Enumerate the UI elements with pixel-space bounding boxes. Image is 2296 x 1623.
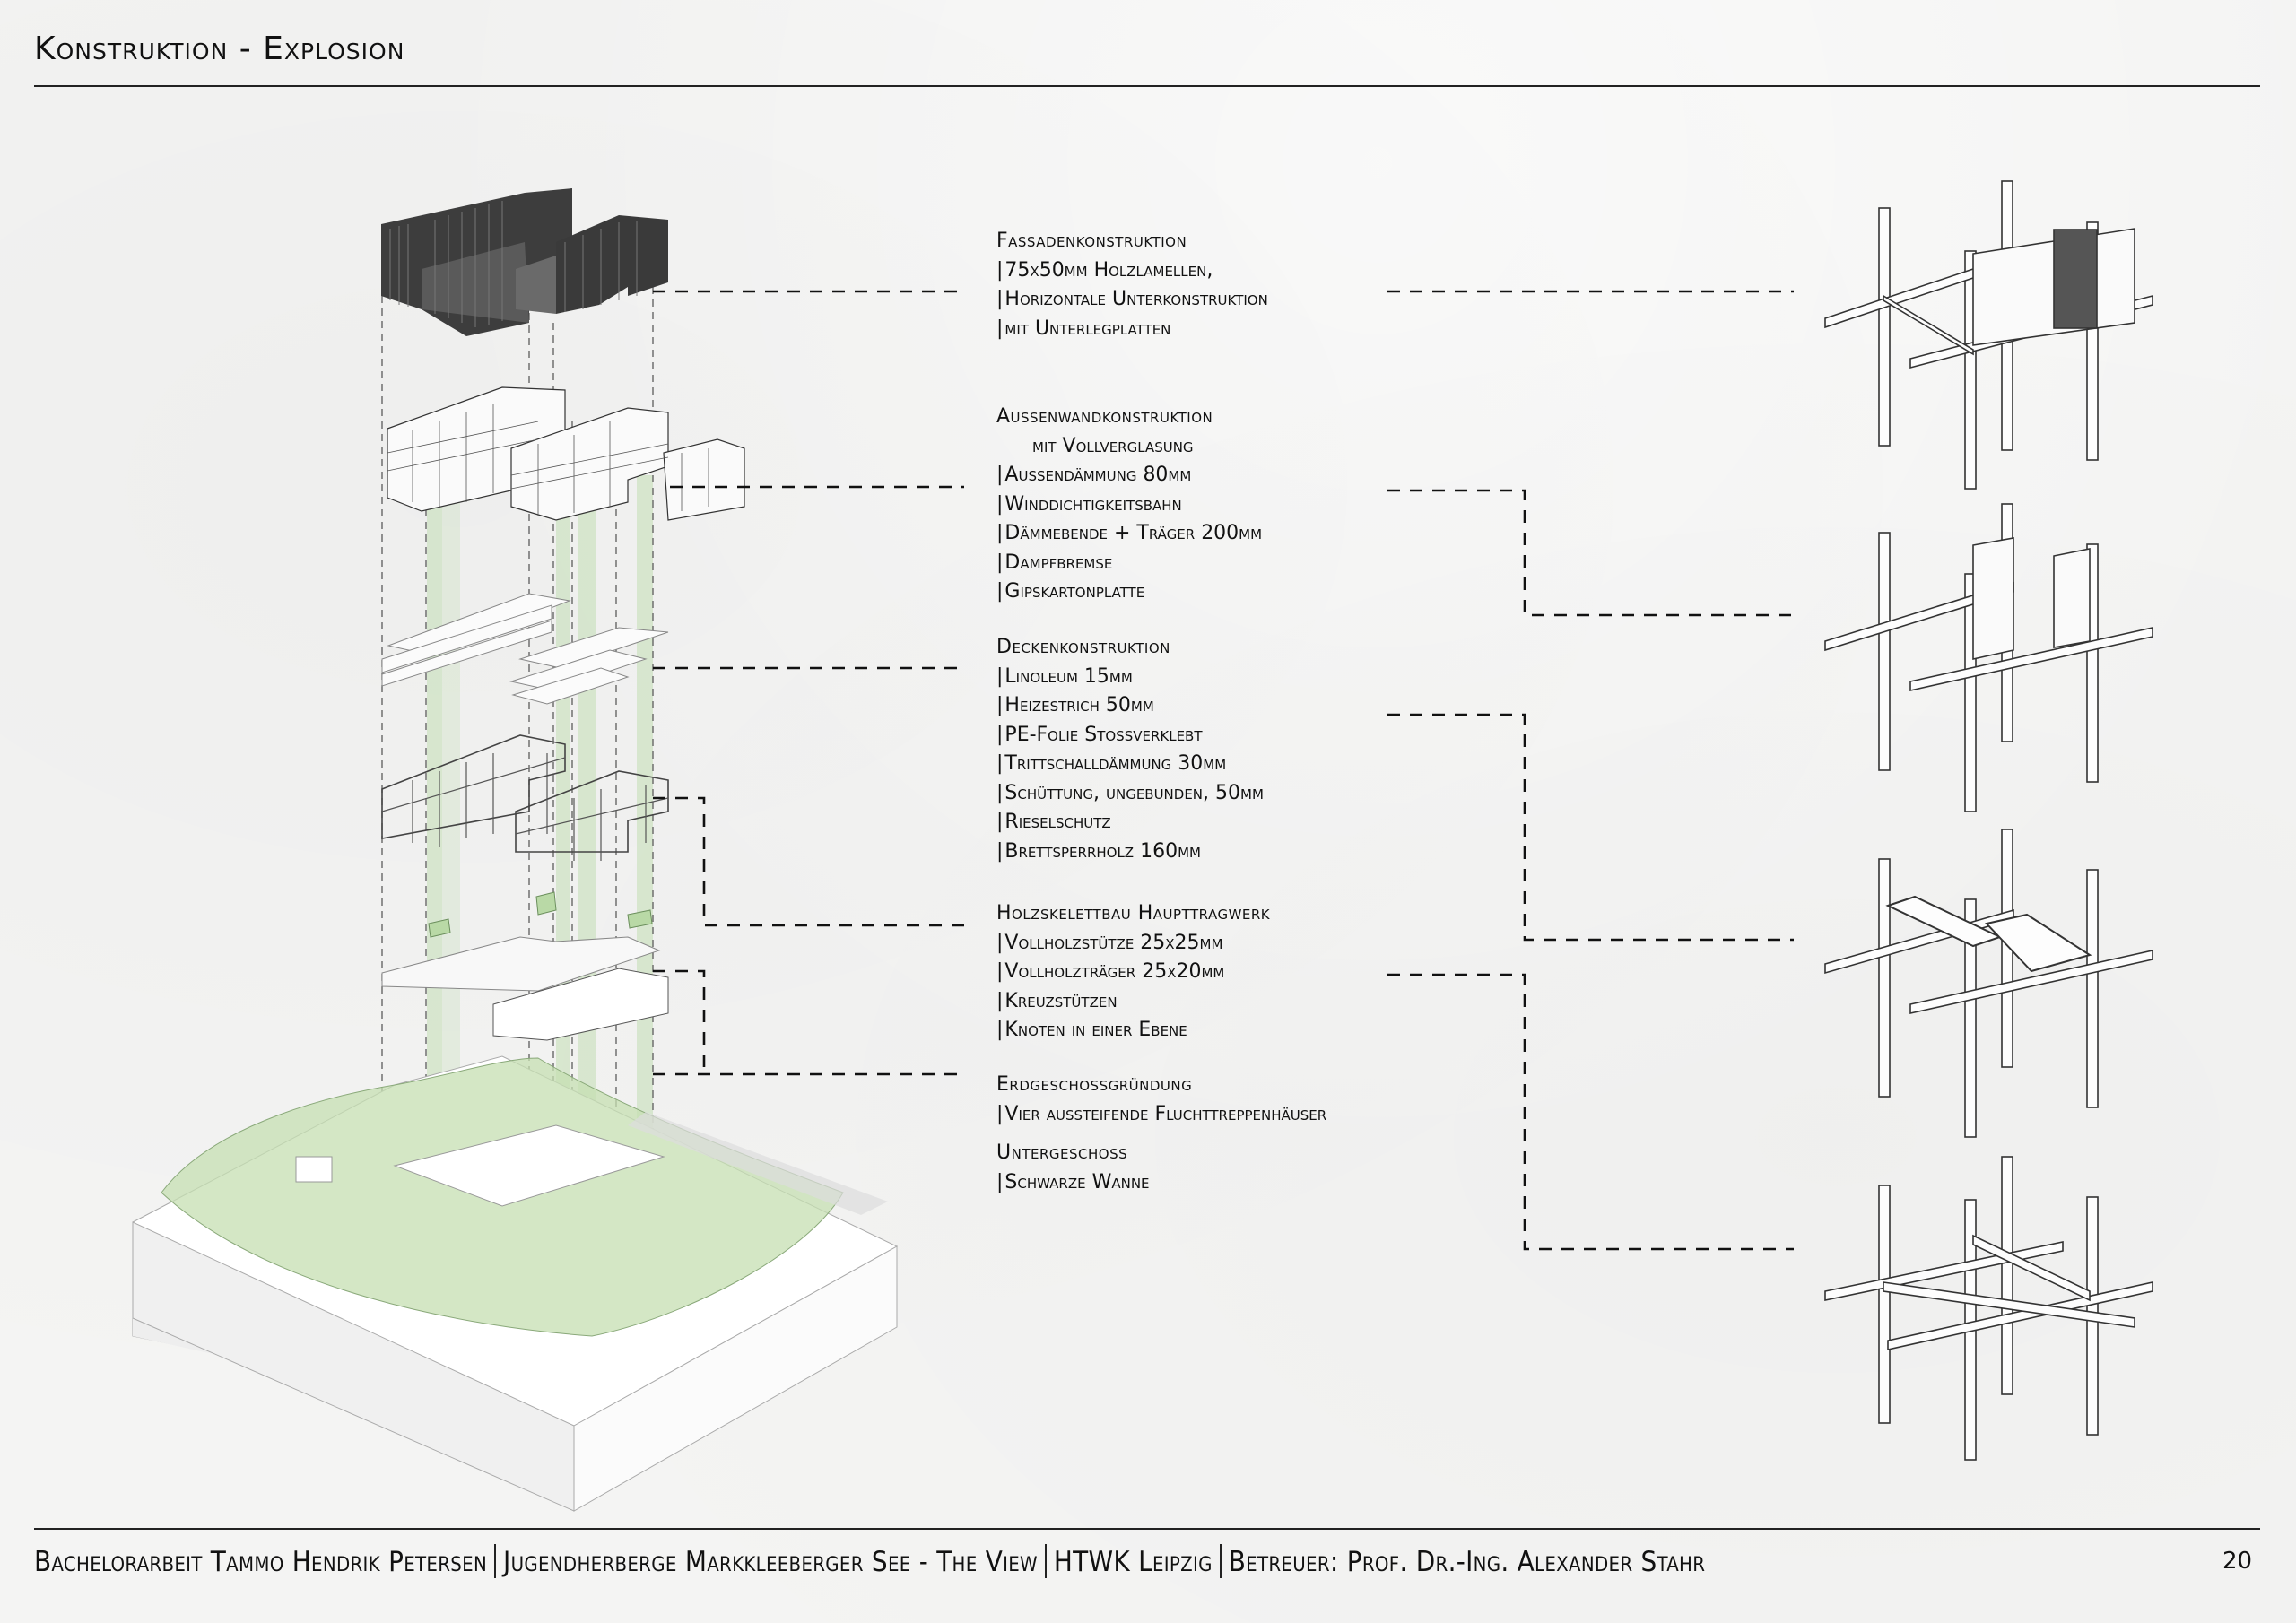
footer-university: HTWK Leipzig — [1053, 1546, 1213, 1578]
label-heading: Erdgeschossgründung — [996, 1073, 1193, 1096]
footer-separator — [1044, 1544, 1047, 1578]
label-facade: Fassadenkonstruktion 75x50mm Holzlamelle… — [996, 227, 1268, 343]
footer-rule — [34, 1528, 2260, 1530]
label-item: Brettsperrholz 160mm — [996, 838, 1264, 867]
label-heading: Untergeschoss — [996, 1141, 1128, 1164]
facade-layer — [381, 188, 668, 336]
terrain-block — [132, 1055, 899, 1512]
detail-facade — [1824, 180, 2153, 490]
label-item: Vollholzträger 25x20mm — [996, 958, 1270, 987]
label-item: Linoleum 15mm — [996, 663, 1264, 692]
label-item: Trittschalldämmung 30mm — [996, 750, 1264, 779]
footer-author: Bachelorarbeit Tammo Hendrik Petersen — [34, 1546, 488, 1578]
page-number: 20 — [2222, 1548, 2253, 1575]
label-subheading: mit Vollverglasung — [1032, 434, 1194, 457]
label-item: Winddichtigkeitsbahn — [996, 490, 1262, 520]
leader-lines — [653, 290, 1794, 1251]
label-item: Schüttung, ungebunden, 50mm — [996, 779, 1263, 809]
label-item: Dampfbremse — [996, 549, 1262, 578]
label-timber-skeleton: Holzskelettbau Haupttragwerk Vollholzstü… — [996, 899, 1270, 1046]
leader-skeleton-left — [653, 796, 964, 927]
label-item: Aussendämmung 80mm — [996, 461, 1262, 490]
label-floor-slab: Deckenkonstruktion Linoleum 15mm Heizest… — [996, 633, 1264, 866]
label-heading: Deckenkonstruktion — [996, 636, 1170, 658]
footer-separator — [494, 1544, 497, 1578]
label-ground-floor: Erdgeschossgründung Vier aussteifende Fl… — [996, 1071, 1326, 1129]
label-item: PE-Folie Stossverklebt — [996, 721, 1264, 751]
label-item: Dämmebende + Träger 200mm — [996, 519, 1262, 549]
label-heading: Aussenwandkonstruktion — [996, 405, 1213, 428]
page-title: Konstruktion - Explosion — [34, 30, 405, 67]
leader-ground-left — [653, 969, 964, 1076]
header-rule — [34, 85, 2260, 87]
exterior-wall-layer — [387, 386, 745, 521]
leader-wall-right — [1387, 489, 1794, 617]
detail-floor-slab — [1824, 829, 2153, 1138]
timber-skeleton-layer — [381, 734, 669, 861]
leader-slab-right — [1387, 713, 1794, 942]
stair-core-4 — [637, 475, 653, 1202]
label-item: Gipskartonplatte — [996, 577, 1262, 607]
label-item: Schwarze Wanne — [996, 1168, 1149, 1198]
label-item: Kreuzstützen — [996, 987, 1270, 1017]
label-item: Vollholzstütze 25x25mm — [996, 929, 1270, 959]
label-item: mit Unterlegplatten — [996, 315, 1268, 344]
label-heading: Holzskelettbau Haupttragwerk — [996, 902, 1271, 924]
label-exterior-wall: Aussenwandkonstruktion mit Vollverglasun… — [996, 403, 1262, 607]
footer-separator — [1219, 1544, 1222, 1578]
floor-slab-layer — [381, 593, 669, 705]
label-item: Horizontale Unterkonstruktion — [996, 285, 1267, 315]
leader-skeleton-right — [1387, 973, 1794, 1251]
label-heading: Fassadenkonstruktion — [996, 230, 1187, 252]
footer-project: Jugendherberge Markkleeberger See - The … — [503, 1546, 1038, 1578]
facade-lamellas — [389, 201, 638, 327]
detail-skeleton — [1824, 1156, 2153, 1461]
label-basement: Untergeschoss Schwarze Wanne — [996, 1139, 1150, 1197]
footer-supervisor: Betreuer: Prof. Dr.-Ing. Alexander Stahr — [1228, 1546, 1706, 1578]
footer: Bachelorarbeit Tammo Hendrik Petersen Jug… — [34, 1544, 1705, 1578]
label-item: 75x50mm Holzlamellen, — [996, 256, 1268, 286]
label-item: Knoten in einer Ebene — [996, 1016, 1270, 1046]
ground-floor-layer — [381, 891, 669, 1041]
label-item: Rieselschutz — [996, 808, 1264, 838]
detail-exterior-wall — [1824, 503, 2153, 812]
detail-nodes — [1824, 180, 2153, 1461]
label-item: Heizestrich 50mm — [996, 691, 1264, 721]
label-item: Vier aussteifende Fluchttreppenhäuser — [996, 1100, 1326, 1130]
